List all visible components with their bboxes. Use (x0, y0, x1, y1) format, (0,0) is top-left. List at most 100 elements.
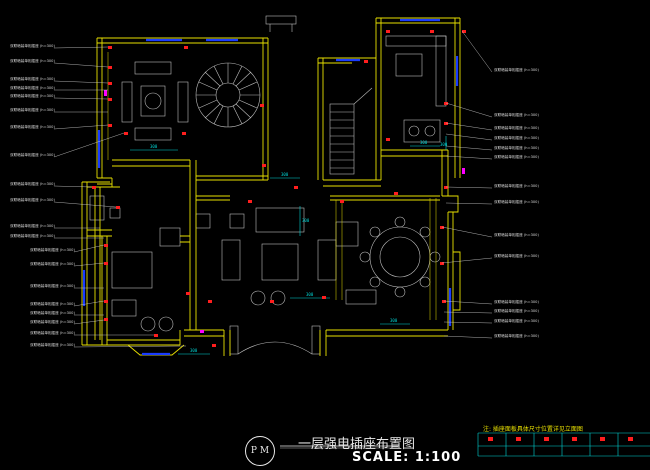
leader-line (73, 300, 105, 307)
socket-icon (108, 82, 112, 85)
drawing-scale: SCALE: 1:100 (352, 450, 462, 465)
leader-line (53, 132, 125, 158)
socket-icon (92, 186, 96, 189)
socket-icon (104, 244, 108, 247)
spiral-staircase (195, 62, 261, 128)
socket-symbol-icon (628, 437, 633, 441)
socket-icon (294, 186, 298, 189)
socket-icon (444, 102, 448, 105)
leader-line (53, 201, 117, 208)
wall (317, 57, 352, 180)
furniture-armchair (250, 290, 266, 306)
legend-left: 双联暗装单相插座 (h=300) 双联暗装单相插座 (h=300) 双联暗装单相… (10, 43, 75, 347)
door-marker (104, 90, 107, 96)
socket-label: 双联暗装单相插座 (h=300) (494, 253, 539, 258)
socket-label: 双联暗装单相插座 (h=300) (494, 333, 539, 338)
dimension-label: 300 (302, 218, 310, 223)
leader-line (445, 202, 493, 205)
socket-icon (108, 66, 112, 69)
symbol-legend-table (477, 432, 650, 457)
socket-icon (186, 292, 190, 295)
entrance-column (229, 325, 239, 355)
furniture-sofa (221, 239, 241, 281)
entrance-column (265, 15, 297, 25)
socket-label: 双联暗装单相插座 (h=300) (494, 145, 539, 150)
furniture-bed (111, 251, 153, 289)
socket-icon (104, 300, 108, 303)
dimension-label: 300 (150, 144, 158, 149)
drawing-title: 一层强电插座布置图 (298, 437, 416, 452)
furniture-coffee-table (261, 243, 299, 281)
leader-line (73, 244, 105, 253)
straight-staircase (329, 87, 373, 175)
leader-line (443, 335, 493, 339)
socket-icon (440, 262, 444, 265)
kitchen-counter (385, 35, 447, 47)
socket-symbol-icon (572, 437, 577, 441)
socket-icon (442, 300, 446, 303)
dimension-text-layer: 300 300 300 300 300 300 300 300 (150, 140, 448, 353)
socket-label: 双联暗装单相插座 (h=300) (494, 135, 539, 140)
window-layer (82, 18, 459, 356)
socket-label: 双联暗装单相插座 (h=300) (10, 43, 55, 48)
wall (323, 179, 381, 187)
wall (319, 330, 327, 356)
leader-line (53, 62, 109, 68)
kitchen-island (395, 53, 423, 77)
furniture-chair (424, 125, 436, 137)
leader-line (445, 133, 493, 141)
socket-icon (108, 124, 112, 127)
socket-icon (444, 122, 448, 125)
note-title: 注: 插座面板具体尺寸位置详见立面图 (483, 426, 583, 433)
wall (111, 159, 190, 187)
socket-label: 双联暗装单相插座 (h=300) (10, 93, 55, 98)
wall (101, 236, 108, 345)
leader-line (441, 257, 493, 264)
socket-label: 双联暗装单相插座 (h=300) (494, 308, 539, 313)
wall (96, 37, 268, 178)
wall (375, 17, 460, 58)
leader-line (445, 186, 493, 189)
socket-label: 双联暗装单相插座 (h=300) (30, 330, 75, 335)
socket-label: 双联暗装单相插座 (h=300) (30, 261, 75, 266)
leader-line (445, 155, 493, 160)
furniture-armchair (270, 290, 286, 306)
leader-line (445, 122, 493, 131)
socket-layer (92, 30, 466, 347)
leader-line (445, 102, 493, 118)
socket-icon (386, 30, 390, 33)
wall (81, 181, 110, 346)
socket-icon (108, 46, 112, 49)
socket-label: 双联暗装单相插座 (h=300) (494, 67, 539, 72)
furniture-chair (158, 316, 174, 332)
leader-line (53, 97, 109, 100)
socket-icon (116, 206, 120, 209)
socket-icon (270, 300, 274, 303)
furniture-desk (111, 299, 137, 317)
wall-layer (81, 17, 461, 356)
leader-line (73, 319, 105, 325)
socket-icon (184, 46, 188, 49)
furniture-cabinet (335, 221, 359, 247)
socket-icon (154, 334, 158, 337)
dining-table (403, 119, 441, 143)
socket-label: 双联暗装单相插座 (h=300) (494, 183, 539, 188)
socket-icon (182, 132, 186, 135)
bathroom-toilet (109, 207, 121, 219)
socket-symbol-icon (600, 437, 605, 441)
furniture-chair (408, 125, 420, 137)
entrance-arch (237, 341, 313, 355)
socket-icon (262, 164, 266, 167)
wall (196, 195, 230, 201)
wall (454, 18, 461, 178)
socket-symbol-icon (516, 437, 521, 441)
socket-icon (386, 138, 390, 141)
bathroom-tub (89, 195, 105, 221)
socket-label: 双联暗装单相插座 (h=300) (10, 124, 55, 129)
socket-icon (340, 200, 344, 203)
wall (262, 38, 269, 180)
wall (330, 195, 440, 201)
socket-label: 双联暗装单相插座 (h=300) (30, 301, 75, 306)
socket-label: 双联暗装单相插座 (h=300) (494, 199, 539, 204)
